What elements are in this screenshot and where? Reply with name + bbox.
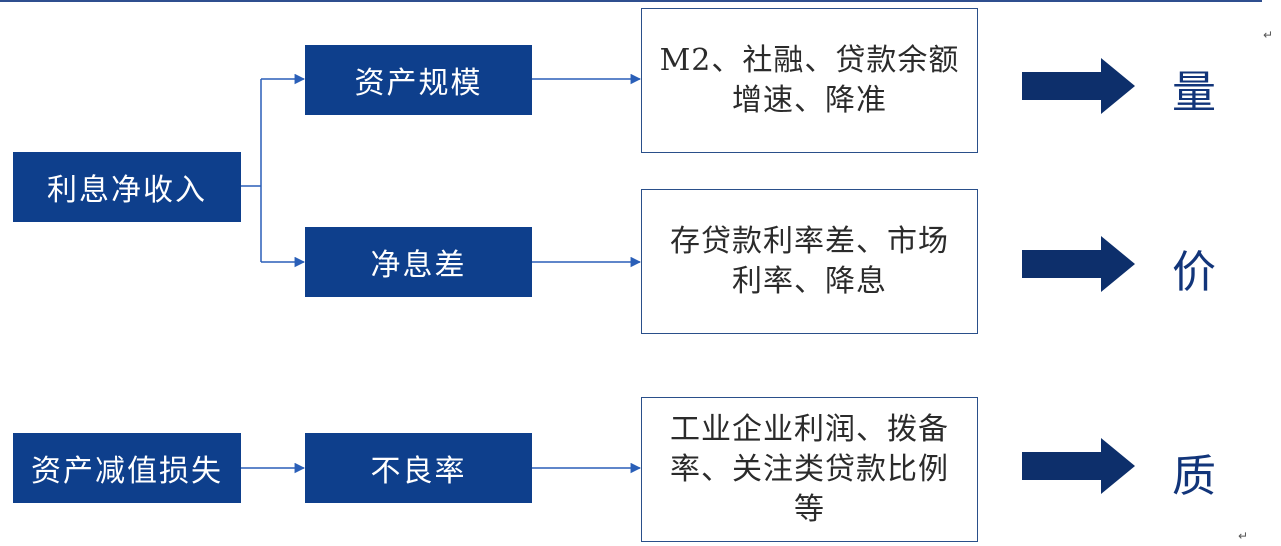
detail-quality: 工业企业利润、拨备 率、关注类贷款比例 等 [641,397,978,542]
outcome-quality: 质 [1172,451,1216,502]
detail-volume-line-1: M2、社融、贷款余额 [659,42,960,78]
detail-quality-line-1: 工业企业利润、拨备 [670,411,949,447]
detail-volume: M2、社融、贷款余额 增速、降准 [641,8,978,153]
detail-price-line-2: 利率、降息 [732,263,887,299]
arrow-volume-icon [1022,58,1135,114]
node-asset-scale-label: 资产规模 [354,66,483,101]
node-net-interest-income-label: 利息净收入 [47,173,207,208]
detail-price-line-1: 存贷款利率差、市场 [670,223,949,259]
node-asset-impairment-loss: 资产减值损失 [13,433,241,503]
node-net-interest-income: 利息净收入 [13,152,241,222]
detail-quality-line-3: 等 [794,491,825,527]
arrow-quality-icon [1022,438,1135,494]
top-rule [0,0,1262,2]
return-mark-icon: ↵ [1263,28,1274,42]
node-npl-ratio: 不良率 [305,433,532,503]
return-mark-icon: ↵ [1238,529,1249,543]
outcome-price: 价 [1172,247,1216,298]
node-net-interest-margin: 净息差 [305,227,532,297]
detail-quality-line-2: 率、关注类贷款比例 [670,451,949,487]
node-npl-ratio-label: 不良率 [370,454,467,489]
node-net-interest-margin-label: 净息差 [370,248,467,283]
outcome-volume: 量 [1172,67,1216,118]
arrow-price-icon [1022,236,1135,292]
detail-price: 存贷款利率差、市场 利率、降息 [641,189,978,334]
detail-volume-line-2: 增速、降准 [732,82,887,118]
node-asset-impairment-loss-label: 资产减值损失 [31,454,223,489]
node-asset-scale: 资产规模 [305,45,532,115]
